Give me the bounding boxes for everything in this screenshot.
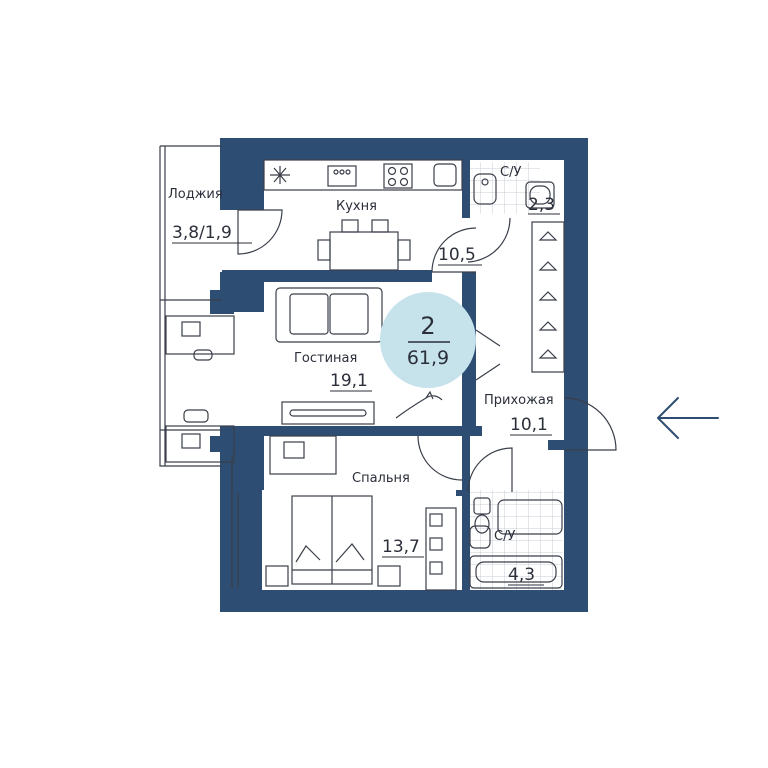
tiles-bath-bottom	[462, 490, 562, 590]
bath-bottom-name: С/У	[494, 529, 515, 544]
room-count: 2	[420, 312, 435, 340]
hallway-name: Прихожая	[484, 393, 554, 408]
kitchen-counter	[263, 159, 463, 191]
bath-top-name: С/У	[500, 165, 521, 180]
living-name: Гостиная	[294, 351, 357, 366]
tiles-bath-top	[470, 162, 540, 214]
bath-top-fixtures	[473, 173, 555, 209]
kitchen-name: Кухня	[336, 199, 377, 214]
living-area: 19,1	[330, 371, 368, 391]
bath-bottom-area: 4,3	[508, 565, 535, 585]
bedroom-name: Спальня	[352, 471, 410, 486]
doors	[237, 209, 617, 493]
bedroom-furniture	[265, 435, 457, 591]
arrow-left-icon	[657, 397, 719, 439]
hallway-area: 10,1	[510, 415, 548, 435]
bath-top-area: 2,3	[528, 195, 555, 215]
bedroom-area: 13,7	[382, 537, 420, 557]
loggia-name: Лоджия	[168, 187, 223, 202]
wardrobe	[531, 221, 565, 373]
kitchen-table	[317, 219, 411, 271]
kitchen-area: 10,5	[438, 245, 476, 265]
summary-badge	[380, 292, 476, 388]
living-furniture	[165, 287, 443, 463]
bath-bottom-fixtures	[469, 497, 563, 589]
loggia-outline	[159, 145, 239, 588]
walls	[210, 138, 588, 612]
total-area: 61,9	[407, 347, 449, 369]
loggia-area: 3,8/1,9	[172, 223, 232, 243]
